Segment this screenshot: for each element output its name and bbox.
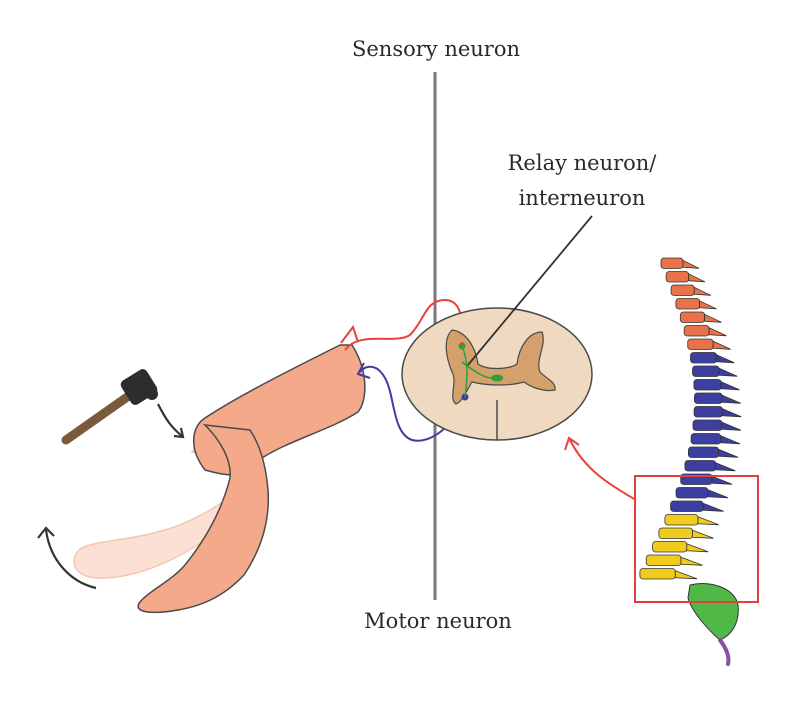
vertebra-process-cervical xyxy=(693,286,711,296)
vertebra-thoracic xyxy=(690,433,722,445)
vertebra-thoracic xyxy=(692,419,723,431)
vertebra-process-lumbar xyxy=(686,543,709,553)
vertebra-lumbar xyxy=(645,554,682,566)
lumbar-highlight-box xyxy=(634,475,759,603)
motor-neuron-label: Motor neuron xyxy=(364,609,512,633)
vertebra-cervical xyxy=(683,325,710,337)
vertebra-process-thoracic xyxy=(702,502,724,512)
vertebra-process-thoracic xyxy=(720,381,740,391)
relay-leader-line xyxy=(467,215,593,366)
zoom-arrow-icon xyxy=(564,436,637,501)
vertebra-process-lumbar xyxy=(697,516,719,526)
vertebral-column xyxy=(639,257,742,666)
vertebra-thoracic xyxy=(670,500,704,512)
vertebra-process-thoracic xyxy=(722,408,742,418)
motor-neuron-path xyxy=(356,362,466,442)
sensory-neuron-label: Sensory neuron xyxy=(352,37,520,61)
vertebra-thoracic xyxy=(684,460,717,472)
vertebra-process-cervical xyxy=(699,300,717,310)
vertebra-thoracic xyxy=(692,365,720,377)
relay-neuron-label-line1: Relay neuron/ xyxy=(508,151,658,175)
vertebra-thoracic xyxy=(690,352,718,364)
vertebra-process-thoracic xyxy=(718,367,738,377)
vertebra-process-thoracic xyxy=(711,475,733,485)
vertebra-thoracic xyxy=(688,446,720,458)
leg-thigh xyxy=(192,344,366,476)
grey-matter xyxy=(445,329,556,405)
vertebra-process-cervical xyxy=(704,313,722,323)
vertebra-thoracic xyxy=(693,406,723,418)
vertebra-process-lumbar xyxy=(692,529,714,539)
vertebra-process-lumbar xyxy=(674,570,698,580)
vertebra-process-cervical xyxy=(682,259,700,269)
tap-arrow-icon xyxy=(157,403,185,439)
vertebra-process-cervical xyxy=(688,273,706,283)
vertebra-lumbar xyxy=(652,541,688,553)
vertebra-process-cervical xyxy=(708,327,727,337)
leg-lower xyxy=(137,424,270,614)
vertebra-thoracic xyxy=(675,487,709,499)
sacrum xyxy=(687,583,739,641)
vertebra-thoracic xyxy=(694,392,723,404)
vertebra-cervical xyxy=(670,284,695,296)
vertebra-process-cervical xyxy=(712,340,731,350)
vertebra-cervical xyxy=(665,271,690,283)
vertebra-lumbar xyxy=(639,568,676,580)
vertebra-process-thoracic xyxy=(721,421,742,431)
vertebra-process-thoracic xyxy=(715,462,736,472)
vertebra-process-thoracic xyxy=(721,394,741,404)
reflex-hammer-icon xyxy=(61,369,158,445)
vertebra-process-thoracic xyxy=(720,435,741,445)
spinal-cord-cross-section xyxy=(401,307,593,441)
vertebra-cervical xyxy=(687,338,714,350)
vertebra-lumbar xyxy=(658,527,694,539)
vertebra-lumbar xyxy=(664,514,699,526)
kick-arrow-icon xyxy=(37,526,97,590)
vertebra-process-lumbar xyxy=(680,556,703,566)
vertebra-process-thoracic xyxy=(718,448,739,458)
vertebra-thoracic xyxy=(693,379,722,391)
vertebra-cervical xyxy=(679,311,705,323)
vertebra-process-thoracic xyxy=(707,489,729,499)
vertebra-cervical xyxy=(660,257,684,269)
coccyx xyxy=(718,638,731,666)
vertebra-cervical xyxy=(675,298,701,310)
relay-neuron-label-line2: interneuron xyxy=(519,186,646,210)
vertebra-process-thoracic xyxy=(716,354,735,364)
